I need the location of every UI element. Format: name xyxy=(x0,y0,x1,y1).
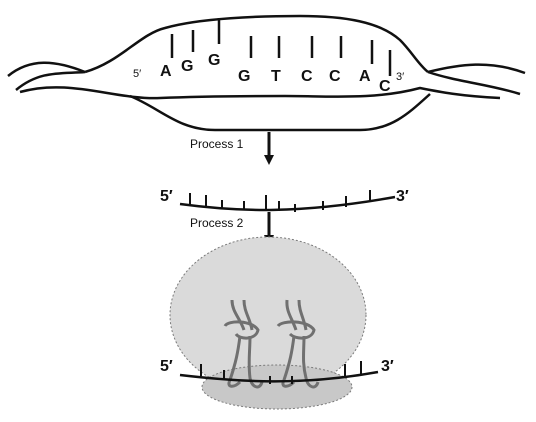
base-letter: C xyxy=(301,68,313,85)
dna-bubble-lower-lobe xyxy=(129,93,431,132)
ribosome-small-subunit xyxy=(201,364,353,410)
trna-right xyxy=(276,299,320,389)
base-letter: A xyxy=(359,68,371,85)
base-letter: G xyxy=(181,58,193,75)
ribosome-mrna-strand xyxy=(179,370,379,383)
bubble-5prime-label: 5′ xyxy=(133,68,141,80)
dna-bubble xyxy=(7,14,526,132)
ribosome xyxy=(169,236,367,410)
base-letter: G xyxy=(238,68,250,85)
ribosome-mrna-ticks xyxy=(200,361,362,384)
mrna-ticks xyxy=(189,190,371,212)
ribosome-3prime-label: 3′ xyxy=(381,358,394,375)
mrna-strand xyxy=(179,195,396,212)
process-1-label: Process 1 xyxy=(190,137,244,151)
dna-right-tail-upper xyxy=(427,63,526,75)
process-2-label: Process 2 xyxy=(190,216,244,230)
dna-template-strand xyxy=(19,86,501,100)
mrna-5prime-label: 5′ xyxy=(160,188,173,205)
mrna-3prime-label: 3′ xyxy=(396,188,409,205)
dna-base-letters: A G G G T C C A C xyxy=(160,52,391,95)
base-letter: C xyxy=(329,68,341,85)
ribosome-5prime-label: 5′ xyxy=(160,358,173,375)
base-letter: C xyxy=(379,78,391,95)
base-letter: T xyxy=(271,68,281,85)
dna-right-tail-lower xyxy=(427,70,521,96)
ribosome-large-subunit xyxy=(169,236,367,394)
base-letter: A xyxy=(160,63,172,80)
dna-top-strand xyxy=(84,14,429,74)
dna-left-tail-lower xyxy=(15,70,86,91)
base-letter: G xyxy=(208,52,220,69)
bubble-3prime-label: 3′ xyxy=(396,71,404,83)
dna-base-ticks xyxy=(170,18,392,76)
dna-left-tail-upper xyxy=(7,61,86,77)
